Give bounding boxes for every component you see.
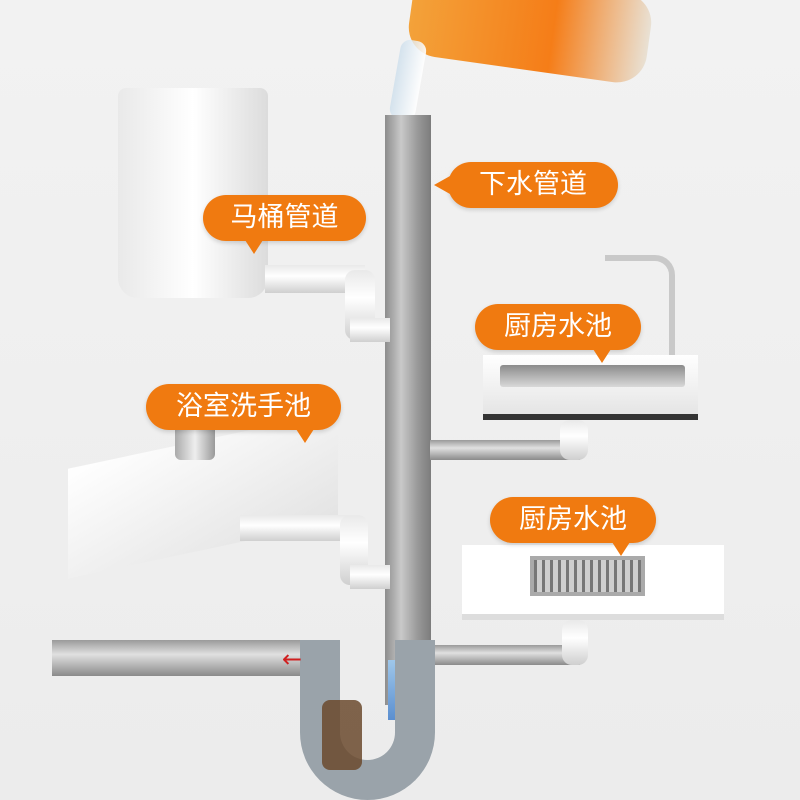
s-trap-bend <box>300 640 435 800</box>
floor-drain-grate <box>530 556 645 596</box>
flow-arrow-icon: ← <box>282 645 303 673</box>
bubble-pointer-icon <box>245 240 263 254</box>
bubble-pointer-icon <box>296 429 314 443</box>
label-text: 厨房水池 <box>519 504 627 535</box>
sludge-deposit <box>322 700 362 770</box>
bubble-pointer-icon <box>612 542 630 556</box>
label-text: 浴室洗手池 <box>176 391 311 422</box>
toilet-branch-joint <box>350 318 390 342</box>
label-main-drain: 下水管道 <box>434 162 618 208</box>
toilet <box>118 88 268 298</box>
main-drain-pipe <box>385 115 431 705</box>
bubble-pointer-icon <box>434 176 450 194</box>
product-bottle <box>404 0 656 87</box>
kitchen-branch-pipe <box>430 440 580 460</box>
label-bathroom-basin: 浴室洗手池 <box>146 384 341 443</box>
label-kitchen-sink: 厨房水池 <box>475 304 641 363</box>
label-text: 下水管道 <box>479 169 587 200</box>
label-text: 马桶管道 <box>230 202 339 233</box>
kitchen-branch-elbow <box>560 420 588 460</box>
floor-drain-branch-elbow <box>562 620 588 665</box>
s-trap-horizontal-pipe <box>52 640 332 676</box>
kitchen-faucet <box>605 255 675 365</box>
floor-drain-branch-pipe <box>430 645 580 665</box>
pouring-liquid <box>388 38 428 122</box>
label-text: 厨房水池 <box>504 311 612 342</box>
label-toilet-pipe: 马桶管道 <box>203 195 366 254</box>
label-floor-drain: 厨房水池 <box>490 497 656 556</box>
bubble-pointer-icon <box>593 349 611 363</box>
kitchen-sink-basin <box>500 365 685 387</box>
bathroom-branch-joint <box>350 565 390 589</box>
